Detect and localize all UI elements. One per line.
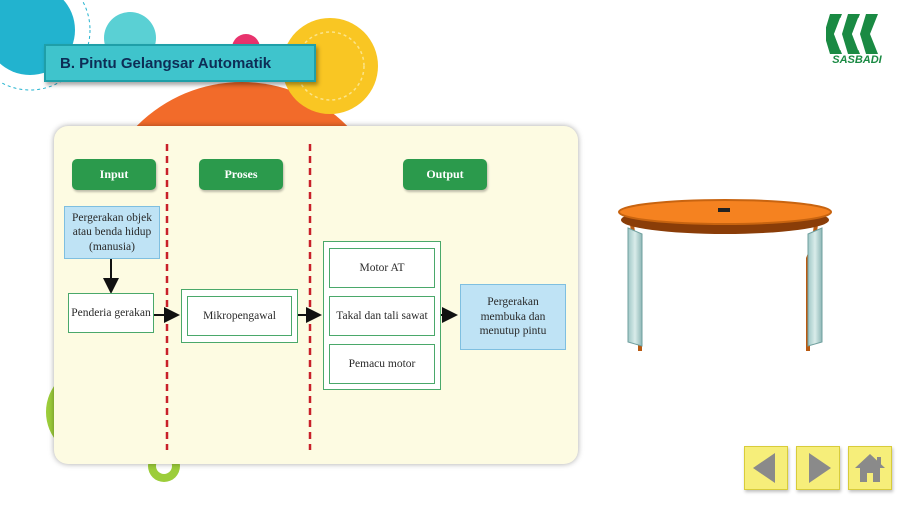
slide-title-banner: B. Pintu Gelangsar Automatik bbox=[44, 44, 316, 82]
sliding-door-illustration bbox=[618, 199, 832, 351]
previous-button[interactable] bbox=[744, 446, 788, 490]
teal-ring bbox=[0, 0, 91, 91]
sasbadi-logo-icon bbox=[826, 14, 878, 54]
left-glass-panel bbox=[627, 227, 643, 347]
input-header: Input bbox=[72, 159, 156, 190]
yellow-ring bbox=[295, 31, 365, 101]
right-arrow-icon bbox=[809, 453, 831, 483]
left-arrow-icon bbox=[753, 453, 775, 483]
right-glass-panel bbox=[807, 227, 823, 347]
motor-at-node: Motor AT bbox=[329, 248, 435, 288]
motor-driver-node: Pemacu motor bbox=[329, 344, 435, 384]
pulley-node: Takal dan tali sawat bbox=[329, 296, 435, 336]
output-header: Output bbox=[403, 159, 487, 190]
sensor-node: Penderia gerakan bbox=[68, 293, 154, 333]
slide-title: B. Pintu Gelangsar Automatik bbox=[60, 55, 272, 72]
microcontroller-node: Mikropengawal bbox=[187, 296, 292, 336]
home-button[interactable] bbox=[848, 446, 892, 490]
next-button[interactable] bbox=[796, 446, 840, 490]
sensor-unit bbox=[718, 208, 730, 212]
home-icon bbox=[855, 454, 885, 482]
logo-text: SASBADI bbox=[832, 54, 882, 66]
process-header: Proses bbox=[199, 159, 283, 190]
movement-node: Pergerakan objek atau benda hidup (manus… bbox=[64, 206, 160, 259]
door-movement-node: Pergerakan membuka dan menutup pintu bbox=[460, 284, 566, 350]
